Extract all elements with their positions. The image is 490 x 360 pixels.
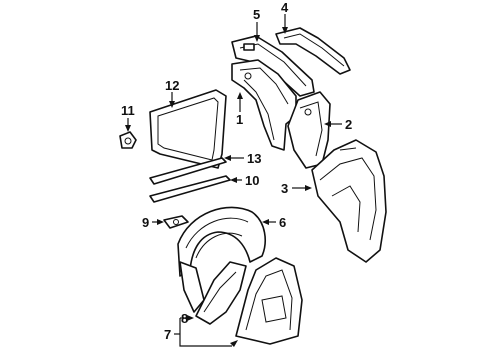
part-11-clip [119,131,137,149]
callout-12: 12 [165,78,179,93]
part-4-rail-cap [275,27,351,75]
callout-5: 5 [253,7,260,22]
callout-10: 10 [245,173,259,188]
callout-4: 4 [281,0,289,15]
part-3-lower-inner-panel [311,139,387,263]
callout-9: 9 [142,215,149,230]
callout-13: 13 [247,151,261,166]
part-1-inner-pillar [231,59,297,151]
leader-lines [125,14,342,347]
callout-2: 2 [345,117,352,132]
part-9-bracket [163,215,189,229]
callout-3: 3 [281,181,288,196]
callout-8: 8 [181,311,188,326]
callout-7: 7 [164,327,171,342]
part-8-lower-trim [195,261,247,325]
part-12-window-glass [149,89,227,169]
part-7-trim-panel [235,257,303,345]
part-13-weatherstrip [149,157,227,185]
callout-11: 11 [121,103,135,118]
callout-6: 6 [279,215,286,230]
callout-1: 1 [236,112,243,127]
part-6-wheelhouse [177,206,266,313]
callout-labels: 5 4 12 1 11 2 13 10 3 9 6 8 7 [121,0,352,342]
